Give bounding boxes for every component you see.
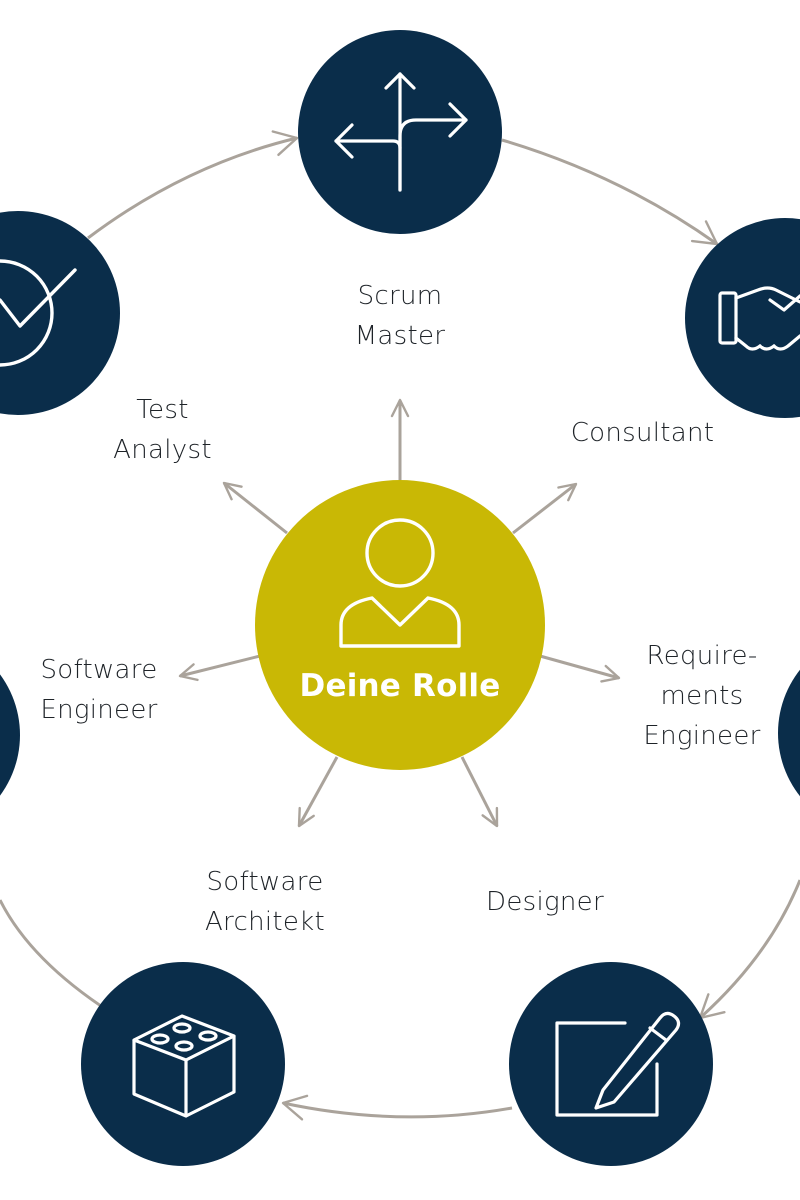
label-test-analyst-line2: Analyst (113, 435, 212, 465)
ring-arc-designer-to-architekt (281, 1094, 513, 1121)
checkmark-circle-icon (0, 259, 77, 367)
edit-pencil-icon (555, 1011, 681, 1117)
label-test-analyst-line1: Test (136, 395, 189, 425)
direction-arrows-icon (334, 72, 468, 192)
label-scrum-master-line1: Scrum (357, 281, 443, 311)
ring-arc-right-to-designer (698, 879, 800, 1020)
circle-designer (509, 962, 713, 1166)
label-scrum-master-line2: Master (354, 321, 446, 351)
center-title: Deine Rolle (299, 668, 501, 704)
cube-icon (132, 1014, 236, 1118)
role-circles (0, 30, 800, 1166)
label-requirements-line2: ments (660, 681, 744, 711)
label-scrum-master: Scrum Master (330, 276, 470, 356)
person-icon (339, 518, 461, 648)
spokes (178, 398, 621, 828)
label-requirements-line1: Require- (646, 641, 758, 671)
spoke-software-engineer (178, 654, 261, 682)
label-software-engineer: Software Engineer (25, 650, 173, 730)
spoke-designer (460, 756, 499, 828)
label-software-architekt: Software Architekt (190, 862, 340, 942)
label-requirements-engineer: Require- ments Engineer (632, 636, 772, 756)
ring-arc-test-to-scrum (87, 130, 299, 240)
circle-requirements-engineer (778, 669, 800, 797)
handshake-icon (718, 286, 800, 351)
label-software-architekt-line1: Software (206, 867, 324, 897)
spoke-consultant (512, 482, 578, 535)
label-software-engineer-line1: Software (40, 655, 158, 685)
spoke-requirements-engineer (539, 654, 621, 683)
spoke-test-analyst (222, 481, 288, 535)
circle-software-engineer (0, 674, 20, 796)
label-consultant: Consultant (560, 413, 725, 453)
label-test-analyst: Test Analyst (95, 390, 230, 470)
circle-software-architekt (81, 962, 285, 1166)
label-requirements-line3: Engineer (643, 721, 761, 751)
circle-consultant (685, 218, 800, 418)
label-consultant-line1: Consultant (570, 418, 715, 448)
circle-test-analyst (0, 211, 120, 415)
label-designer-line1: Designer (486, 887, 604, 917)
label-software-architekt-line2: Architekt (204, 907, 326, 937)
label-software-engineer-line2: Engineer (40, 695, 158, 725)
ring-connectors (0, 130, 800, 1121)
label-designer: Designer (470, 882, 620, 922)
ring-arc-architekt-to-left (0, 899, 111, 1014)
ring-arc-scrum-to-consultant (501, 138, 719, 246)
spoke-software-architekt (297, 756, 339, 828)
